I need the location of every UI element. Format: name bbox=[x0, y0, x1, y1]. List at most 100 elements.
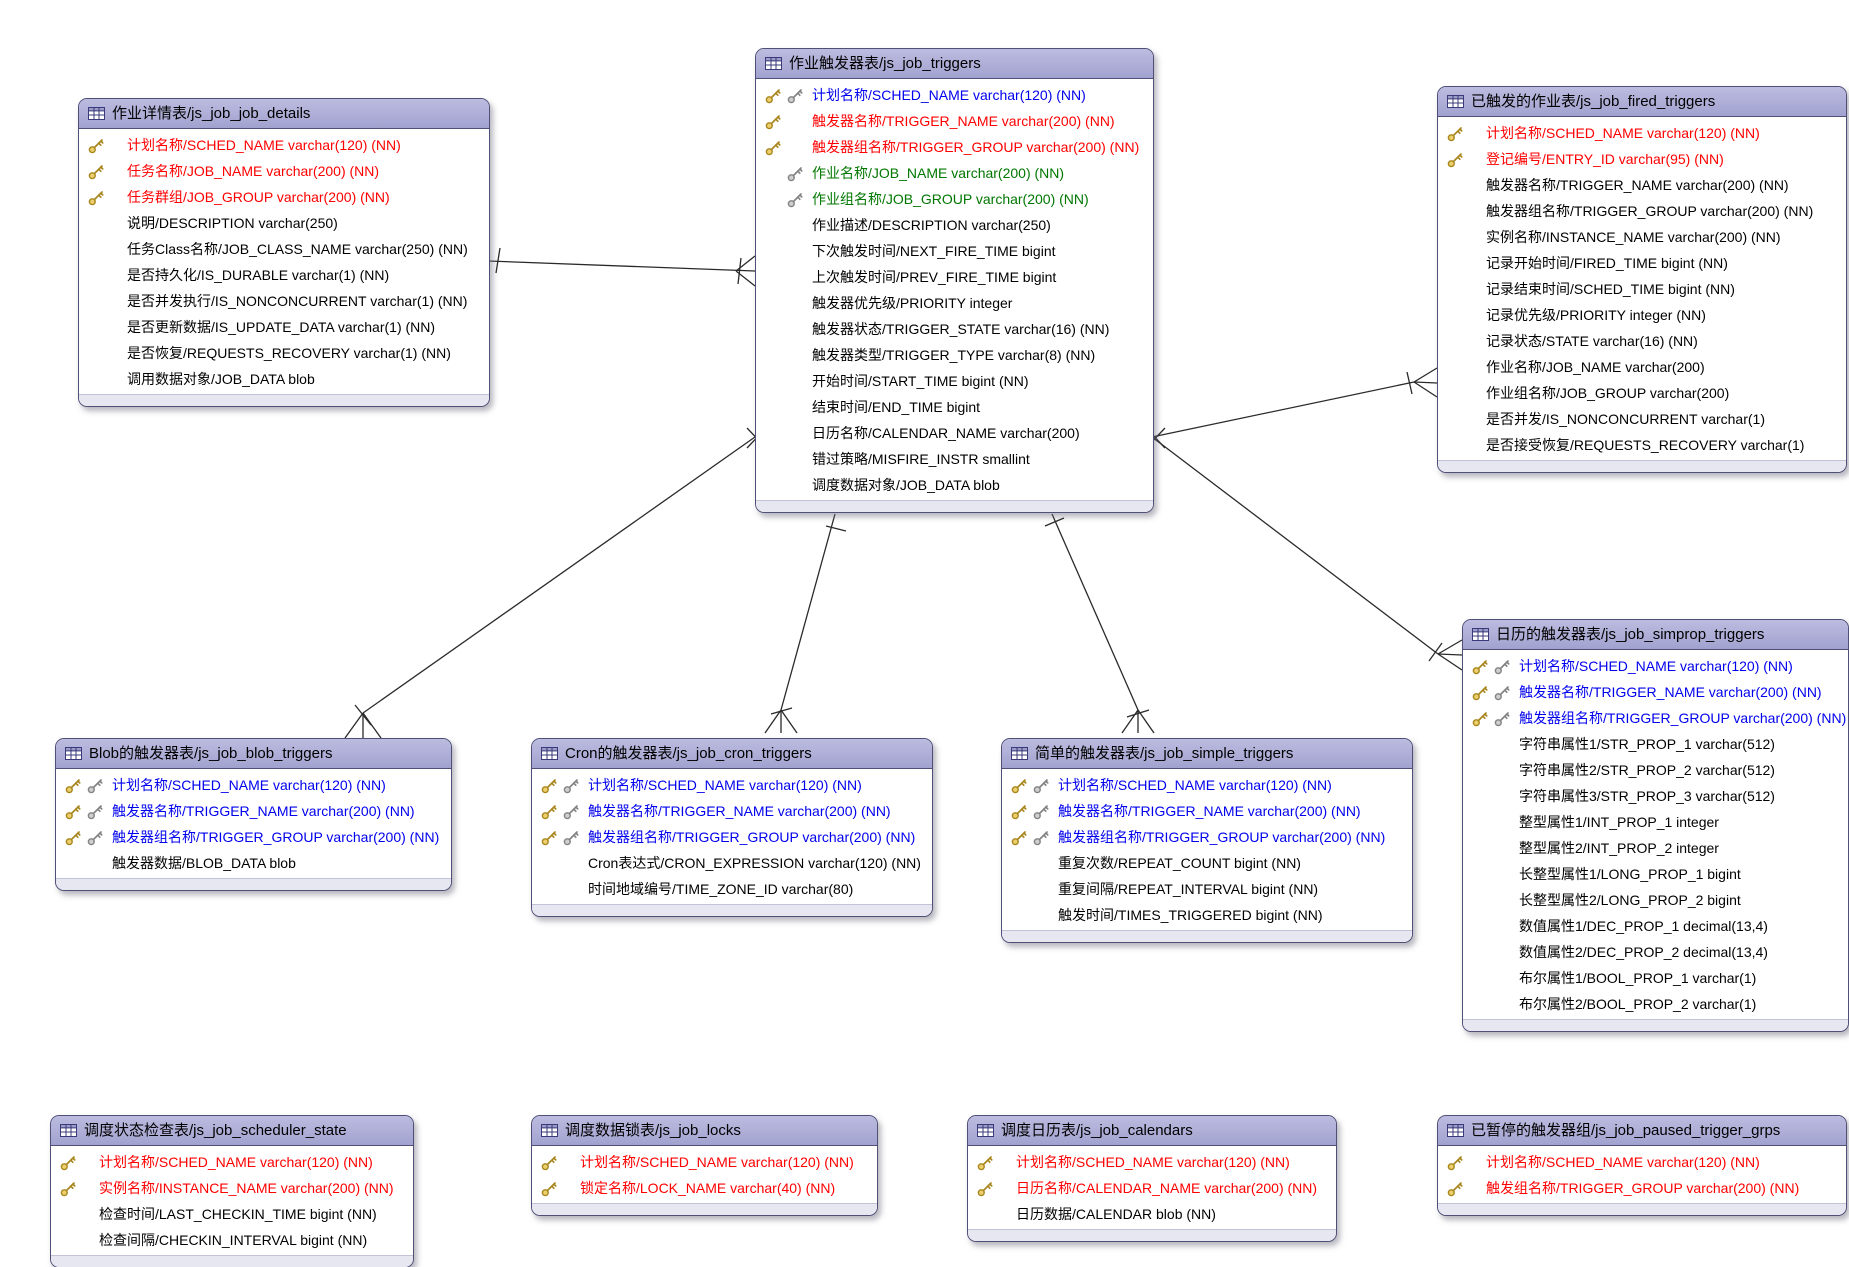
field-row[interactable]: 计划名称/SCHED_NAME varchar(120) (NN) bbox=[79, 132, 489, 158]
field-row[interactable]: 计划名称/SCHED_NAME varchar(120) (NN) bbox=[1463, 653, 1848, 679]
field-row[interactable]: 下次触发时间/NEXT_FIRE_TIME bigint bbox=[756, 238, 1153, 264]
field-row[interactable]: 是否并发/IS_NONCONCURRENT varchar(1) bbox=[1438, 406, 1846, 432]
table-cron_triggers[interactable]: Cron的触发器表/js_job_cron_triggers 计划名称/SCHE… bbox=[531, 738, 933, 917]
field-row[interactable]: 作业描述/DESCRIPTION varchar(250) bbox=[756, 212, 1153, 238]
field-row[interactable]: 是否恢复/REQUESTS_RECOVERY varchar(1) (NN) bbox=[79, 340, 489, 366]
field-row[interactable]: 调度数据对象/JOB_DATA blob bbox=[756, 472, 1153, 498]
table-header[interactable]: 简单的触发器表/js_job_simple_triggers bbox=[1002, 739, 1412, 769]
field-row[interactable]: 计划名称/SCHED_NAME varchar(120) (NN) bbox=[51, 1149, 413, 1175]
field-row[interactable]: 日历数据/CALENDAR blob (NN) bbox=[968, 1201, 1336, 1227]
table-header[interactable]: 调度日历表/js_job_calendars bbox=[968, 1116, 1336, 1146]
field-row[interactable]: 整型属性2/INT_PROP_2 integer bbox=[1463, 835, 1848, 861]
table-simple_triggers[interactable]: 简单的触发器表/js_job_simple_triggers 计划名称/SCHE… bbox=[1001, 738, 1413, 943]
field-row[interactable]: 日历名称/CALENDAR_NAME varchar(200) bbox=[756, 420, 1153, 446]
field-row[interactable]: 长整型属性2/LONG_PROP_2 bigint bbox=[1463, 887, 1848, 913]
field-row[interactable]: 任务群组/JOB_GROUP varchar(200) (NN) bbox=[79, 184, 489, 210]
field-row[interactable]: 检查间隔/CHECKIN_INTERVAL bigint (NN) bbox=[51, 1227, 413, 1253]
table-header[interactable]: 调度状态检查表/js_job_scheduler_state bbox=[51, 1116, 413, 1146]
field-row[interactable]: 触发时间/TIMES_TRIGGERED bigint (NN) bbox=[1002, 902, 1412, 928]
field-row[interactable]: 触发器名称/TRIGGER_NAME varchar(200) (NN) bbox=[1463, 679, 1848, 705]
field-row[interactable]: 任务Class名称/JOB_CLASS_NAME varchar(250) (N… bbox=[79, 236, 489, 262]
field-row[interactable]: 上次触发时间/PREV_FIRE_TIME bigint bbox=[756, 264, 1153, 290]
field-row[interactable]: 数值属性2/DEC_PROP_2 decimal(13,4) bbox=[1463, 939, 1848, 965]
field-row[interactable]: 作业组名称/JOB_GROUP varchar(200) bbox=[1438, 380, 1846, 406]
field-row[interactable]: 锁定名称/LOCK_NAME varchar(40) (NN) bbox=[532, 1175, 877, 1201]
field-row[interactable]: 实例名称/INSTANCE_NAME varchar(200) (NN) bbox=[1438, 224, 1846, 250]
field-row[interactable]: 日历名称/CALENDAR_NAME varchar(200) (NN) bbox=[968, 1175, 1336, 1201]
field-row[interactable]: 计划名称/SCHED_NAME varchar(120) (NN) bbox=[1438, 1149, 1846, 1175]
relationship-line-triggers-cron[interactable] bbox=[764, 513, 847, 734]
field-row[interactable]: 重复次数/REPEAT_COUNT bigint (NN) bbox=[1002, 850, 1412, 876]
field-row[interactable]: 计划名称/SCHED_NAME varchar(120) (NN) bbox=[56, 772, 451, 798]
field-row[interactable]: 触发器组名称/TRIGGER_GROUP varchar(200) (NN) bbox=[1463, 705, 1848, 731]
field-row[interactable]: Cron表达式/CRON_EXPRESSION varchar(120) (NN… bbox=[532, 850, 932, 876]
table-job_details[interactable]: 作业详情表/js_job_job_details 计划名称/SCHED_NAME… bbox=[78, 98, 490, 407]
field-row[interactable]: 触发器类型/TRIGGER_TYPE varchar(8) (NN) bbox=[756, 342, 1153, 368]
field-row[interactable]: 整型属性1/INT_PROP_1 integer bbox=[1463, 809, 1848, 835]
field-row[interactable]: 触发器名称/TRIGGER_NAME varchar(200) (NN) bbox=[56, 798, 451, 824]
field-row[interactable]: 字符串属性2/STR_PROP_2 varchar(512) bbox=[1463, 757, 1848, 783]
field-row[interactable]: 长整型属性1/LONG_PROP_1 bigint bbox=[1463, 861, 1848, 887]
field-row[interactable]: 触发器组名称/TRIGGER_GROUP varchar(200) (NN) bbox=[1438, 198, 1846, 224]
field-row[interactable]: 开始时间/START_TIME bigint (NN) bbox=[756, 368, 1153, 394]
field-row[interactable]: 触发器组名称/TRIGGER_GROUP varchar(200) (NN) bbox=[1002, 824, 1412, 850]
field-row[interactable]: 记录状态/STATE varchar(16) (NN) bbox=[1438, 328, 1846, 354]
field-row[interactable]: 记录结束时间/SCHED_TIME bigint (NN) bbox=[1438, 276, 1846, 302]
table-triggers[interactable]: 作业触发器表/js_job_triggers 计划名称/SCHED_NAME v… bbox=[755, 48, 1154, 513]
table-simprop_triggers[interactable]: 日历的触发器表/js_job_simprop_triggers 计划名称/SCH… bbox=[1462, 619, 1849, 1032]
table-header[interactable]: 调度数据锁表/js_job_locks bbox=[532, 1116, 877, 1146]
field-row[interactable]: 触发器名称/TRIGGER_NAME varchar(200) (NN) bbox=[1438, 172, 1846, 198]
field-row[interactable]: 登记编号/ENTRY_ID varchar(95) (NN) bbox=[1438, 146, 1846, 172]
table-header[interactable]: 已触发的作业表/js_job_fired_triggers bbox=[1438, 87, 1846, 117]
table-header[interactable]: 作业详情表/js_job_job_details bbox=[79, 99, 489, 129]
field-row[interactable]: 任务名称/JOB_NAME varchar(200) (NN) bbox=[79, 158, 489, 184]
field-row[interactable]: 计划名称/SCHED_NAME varchar(120) (NN) bbox=[1002, 772, 1412, 798]
field-row[interactable]: 是否接受恢复/REQUESTS_RECOVERY varchar(1) bbox=[1438, 432, 1846, 458]
field-row[interactable]: 计划名称/SCHED_NAME varchar(120) (NN) bbox=[532, 1149, 877, 1175]
field-row[interactable]: 计划名称/SCHED_NAME varchar(120) (NN) bbox=[1438, 120, 1846, 146]
table-blob_triggers[interactable]: Blob的触发器表/js_job_blob_triggers 计划名称/SCHE… bbox=[55, 738, 452, 891]
relationship-line-triggers-blob[interactable] bbox=[344, 427, 767, 739]
field-row[interactable]: 计划名称/SCHED_NAME varchar(120) (NN) bbox=[756, 82, 1153, 108]
field-row[interactable]: 触发器状态/TRIGGER_STATE varchar(16) (NN) bbox=[756, 316, 1153, 342]
relationship-line-details-triggers[interactable] bbox=[487, 247, 756, 287]
field-row[interactable]: 说明/DESCRIPTION varchar(250) bbox=[79, 210, 489, 236]
field-row[interactable]: 作业名称/JOB_NAME varchar(200) bbox=[1438, 354, 1846, 380]
table-paused_trigger_grps[interactable]: 已暂停的触发器组/js_job_paused_trigger_grps 计划名称… bbox=[1437, 1115, 1847, 1216]
field-row[interactable]: 计划名称/SCHED_NAME varchar(120) (NN) bbox=[532, 772, 932, 798]
field-row[interactable]: 触发器名称/TRIGGER_NAME varchar(200) (NN) bbox=[532, 798, 932, 824]
field-row[interactable]: 触发器组名称/TRIGGER_GROUP varchar(200) (NN) bbox=[56, 824, 451, 850]
field-row[interactable]: 字符串属性3/STR_PROP_3 varchar(512) bbox=[1463, 783, 1848, 809]
field-row[interactable]: 结束时间/END_TIME bigint bbox=[756, 394, 1153, 420]
field-row[interactable]: 触发组名称/TRIGGER_GROUP varchar(200) (NN) bbox=[1438, 1175, 1846, 1201]
field-row[interactable]: 作业名称/JOB_NAME varchar(200) (NN) bbox=[756, 160, 1153, 186]
field-row[interactable]: 触发器组名称/TRIGGER_GROUP varchar(200) (NN) bbox=[532, 824, 932, 850]
table-locks[interactable]: 调度数据锁表/js_job_locks 计划名称/SCHED_NAME varc… bbox=[531, 1115, 878, 1216]
table-header[interactable]: 作业触发器表/js_job_triggers bbox=[756, 49, 1153, 79]
table-header[interactable]: 日历的触发器表/js_job_simprop_triggers bbox=[1463, 620, 1848, 650]
relationship-line-triggers-simple[interactable] bbox=[1044, 513, 1155, 734]
table-fired_triggers[interactable]: 已触发的作业表/js_job_fired_triggers 计划名称/SCHED… bbox=[1437, 86, 1847, 473]
table-scheduler_state[interactable]: 调度状态检查表/js_job_scheduler_state 计划名称/SCHE… bbox=[50, 1115, 414, 1267]
field-row[interactable]: 检查时间/LAST_CHECKIN_TIME bigint (NN) bbox=[51, 1201, 413, 1227]
field-row[interactable]: 是否并发执行/IS_NONCONCURRENT varchar(1) (NN) bbox=[79, 288, 489, 314]
field-row[interactable]: 调用数据对象/JOB_DATA blob bbox=[79, 366, 489, 392]
field-row[interactable]: 数值属性1/DEC_PROP_1 decimal(13,4) bbox=[1463, 913, 1848, 939]
relationship-line-triggers-simprop[interactable] bbox=[1145, 427, 1463, 671]
field-row[interactable]: 是否更新数据/IS_UPDATE_DATA varchar(1) (NN) bbox=[79, 314, 489, 340]
table-header[interactable]: 已暂停的触发器组/js_job_paused_trigger_grps bbox=[1438, 1116, 1846, 1146]
field-row[interactable]: 触发器数据/BLOB_DATA blob bbox=[56, 850, 451, 876]
field-row[interactable]: 布尔属性2/BOOL_PROP_2 varchar(1) bbox=[1463, 991, 1848, 1017]
field-row[interactable]: 触发器名称/TRIGGER_NAME varchar(200) (NN) bbox=[756, 108, 1153, 134]
field-row[interactable]: 触发器优先级/PRIORITY integer bbox=[756, 290, 1153, 316]
table-calendars[interactable]: 调度日历表/js_job_calendars 计划名称/SCHED_NAME v… bbox=[967, 1115, 1337, 1242]
table-header[interactable]: Blob的触发器表/js_job_blob_triggers bbox=[56, 739, 451, 769]
field-row[interactable]: 错过策略/MISFIRE_INSTR smallint bbox=[756, 446, 1153, 472]
field-row[interactable]: 字符串属性1/STR_PROP_1 varchar(512) bbox=[1463, 731, 1848, 757]
field-row[interactable]: 实例名称/INSTANCE_NAME varchar(200) (NN) bbox=[51, 1175, 413, 1201]
field-row[interactable]: 布尔属性1/BOOL_PROP_1 varchar(1) bbox=[1463, 965, 1848, 991]
field-row[interactable]: 作业组名称/JOB_GROUP varchar(200) (NN) bbox=[756, 186, 1153, 212]
field-row[interactable]: 记录优先级/PRIORITY integer (NN) bbox=[1438, 302, 1846, 328]
table-header[interactable]: Cron的触发器表/js_job_cron_triggers bbox=[532, 739, 932, 769]
relationship-line-triggers-fired[interactable] bbox=[1151, 367, 1438, 438]
